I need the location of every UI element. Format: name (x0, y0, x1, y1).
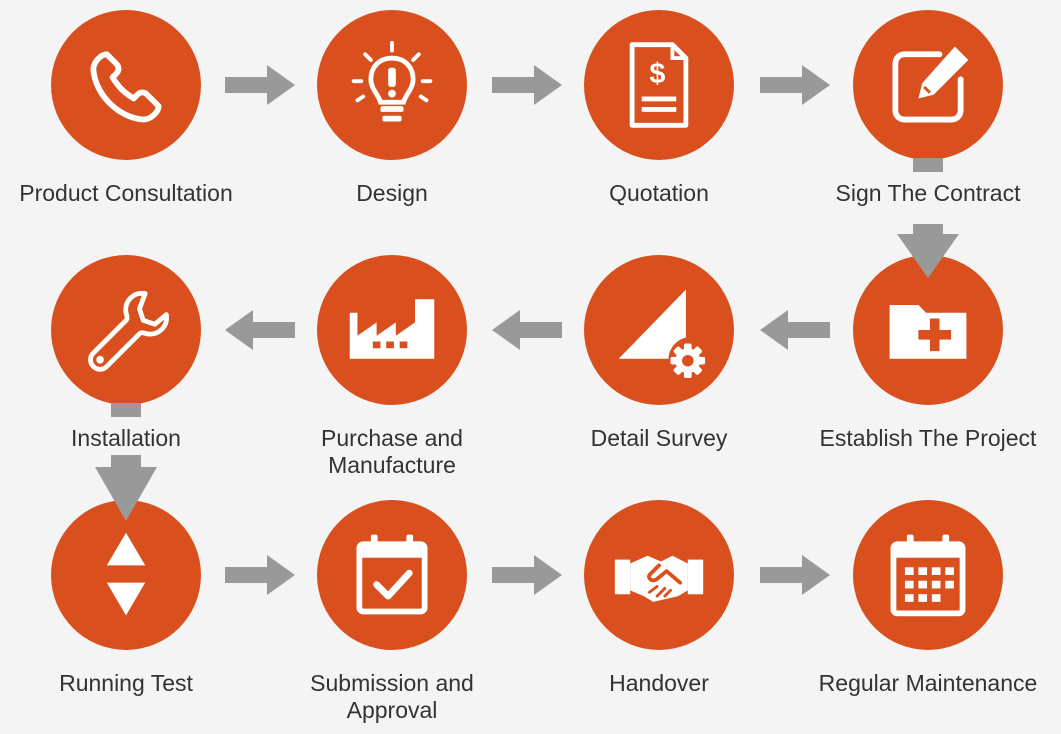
flow-arrow-right (225, 65, 295, 105)
step-label: Handover (609, 670, 709, 696)
step-circle (853, 500, 1003, 650)
flow-arrow-right (760, 65, 830, 105)
flow-arrow-down (897, 158, 959, 278)
svg-text:$: $ (649, 58, 665, 90)
step-circle (853, 255, 1003, 405)
step-circle (317, 255, 467, 405)
folder-add-icon (889, 305, 967, 359)
step-label: Detail Survey (590, 425, 728, 451)
step-regular-maintenance: Regular Maintenance (778, 500, 1061, 697)
step-installation: Installation (0, 255, 276, 452)
lightbulb-icon (351, 40, 433, 122)
step-circle (51, 10, 201, 160)
step-product-consultation: Product Consultation (0, 10, 276, 207)
step-sign-the-contract: Sign The Contract (778, 10, 1061, 207)
flow-arrow-left (760, 310, 830, 350)
step-design: Design (242, 10, 542, 207)
invoice-icon: $ (629, 42, 689, 128)
sign-contract-icon (892, 46, 969, 123)
step-quotation: $ Quotation (509, 10, 809, 207)
flow-arrow-down (95, 403, 157, 521)
step-detail-survey: Detail Survey (509, 255, 809, 452)
calendar-check-icon (356, 534, 428, 615)
step-running-test: Running Test (0, 500, 276, 697)
flow-arrow-left (492, 310, 562, 350)
phone-icon (90, 51, 162, 123)
step-label: Establish The Project (819, 425, 1037, 451)
calendar-icon (890, 534, 966, 617)
step-circle (317, 500, 467, 650)
step-handover: Handover (509, 500, 809, 697)
wrench-icon (88, 290, 169, 372)
survey-gear-icon (618, 289, 706, 378)
step-label: Regular Maintenance (818, 670, 1038, 696)
step-circle (853, 10, 1003, 160)
step-circle (317, 10, 467, 160)
flow-arrow-right (225, 555, 295, 595)
factory-icon (349, 299, 435, 359)
handshake-icon (614, 555, 704, 602)
step-circle (584, 500, 734, 650)
step-label: Installation (71, 425, 181, 451)
step-circle (51, 500, 201, 650)
flow-arrow-right (492, 65, 562, 105)
step-label: Design (356, 180, 428, 206)
flow-arrow-right (492, 555, 562, 595)
step-circle (51, 255, 201, 405)
flow-arrow-left (225, 310, 295, 350)
step-circle (584, 255, 734, 405)
step-circle: $ (584, 10, 734, 160)
flow-arrow-right (760, 555, 830, 595)
up-down-icon (106, 532, 146, 616)
step-label: Product Consultation (19, 180, 233, 206)
step-label: Sign The Contract (835, 180, 1021, 206)
step-label: Quotation (609, 180, 709, 206)
step-establish-the-project: Establish The Project (778, 255, 1061, 452)
step-label: Running Test (59, 670, 193, 696)
